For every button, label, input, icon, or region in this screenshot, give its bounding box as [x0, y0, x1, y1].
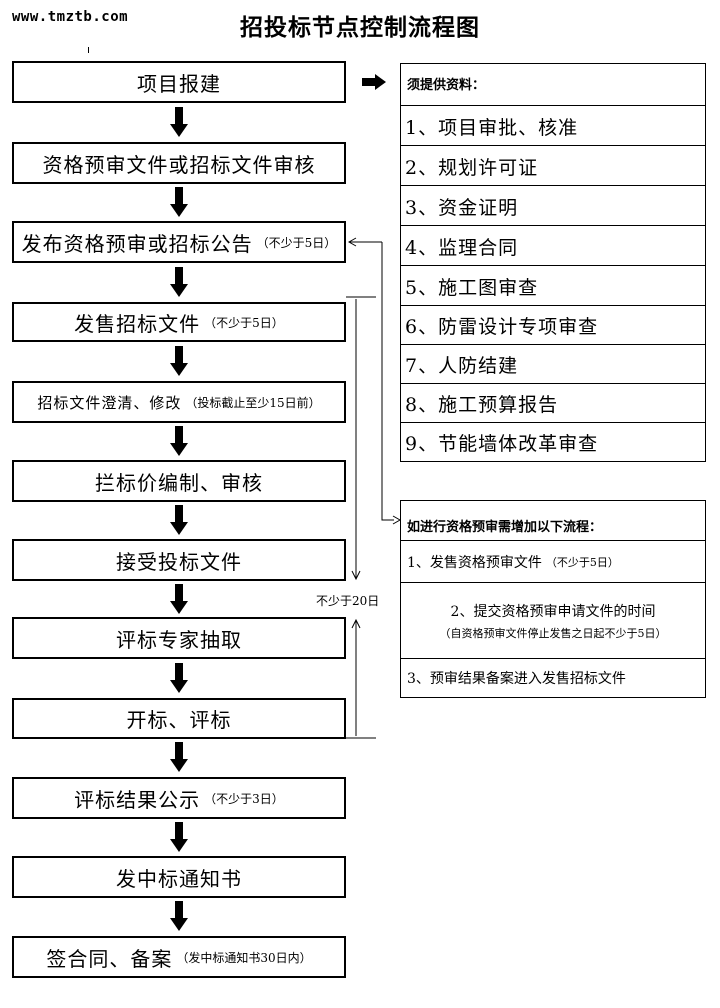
right-arrow-icon [362, 74, 386, 90]
step-result-publicity: 评标结果公示 （不少于3日） [12, 777, 346, 819]
down-arrow-icon [170, 901, 188, 931]
step-label: 开标、评标 [126, 708, 232, 732]
step-label: 项目报建 [137, 71, 221, 96]
down-arrow-icon [170, 663, 188, 693]
requirement-item: 2、规划许可证 [401, 145, 705, 186]
step-label: 接受投标文件 [116, 549, 242, 574]
interval-label: 不少于20日 [316, 594, 380, 608]
requirement-item: 6、防雷设计专项审查 [401, 305, 705, 345]
step-clarify-modify: 招标文件澄清、修改 （投标截止至少15日前） [12, 381, 346, 423]
step-label: 签合同、备案 [46, 946, 173, 971]
requirement-item: 5、施工图审查 [401, 265, 705, 306]
site-url: www.tmztb.com [12, 9, 129, 25]
step-label: 发中标通知书 [116, 866, 242, 891]
step-publish-notice: 发布资格预审或招标公告 （不少于5日） [12, 221, 346, 263]
step-note: （不少于5日） [204, 315, 284, 330]
prequal-item-label: 1、发售资格预审文件 [407, 555, 542, 571]
step-receive-bids: 接受投标文件 [12, 539, 346, 581]
prequal-item-note: （自资格预审文件停止发售之日起不少于5日） [439, 627, 667, 640]
prequalification-panel: 如进行资格预审需增加以下流程： 1、发售资格预审文件 （不少于5日） 2、提交资… [400, 500, 706, 698]
requirement-item: 1、项目审批、核准 [401, 105, 705, 146]
down-arrow-icon [170, 742, 188, 772]
step-label: 资格预审文件或招标文件审核 [42, 152, 316, 177]
requirements-header: 须提供资料： [407, 78, 486, 93]
down-arrow-icon [170, 107, 188, 137]
step-note: （不少于5日） [256, 235, 337, 250]
step-note: （发中标通知书30日内） [176, 950, 312, 965]
prequal-item-2: 2、提交资格预审申请文件的时间 （自资格预审文件停止发售之日起不少于5日） [401, 582, 705, 659]
step-control-price: 拦标价编制、审核 [12, 460, 346, 502]
step-label: 评标专家抽取 [116, 627, 242, 652]
requirement-item: 4、监理合同 [401, 225, 705, 266]
down-arrow-icon [170, 822, 188, 852]
step-label: 发布资格预审或招标公告 [21, 231, 253, 256]
step-expert-selection: 评标专家抽取 [12, 617, 346, 659]
prequal-item-note: （不少于5日） [545, 556, 619, 569]
requirement-item: 7、人防结建 [401, 344, 705, 384]
step-label: 招标文件澄清、修改 [37, 393, 182, 412]
step-project-report: 项目报建 [12, 61, 346, 103]
down-arrow-icon [170, 346, 188, 376]
step-label: 拦标价编制、审核 [95, 470, 263, 495]
requirement-item: 8、施工预算报告 [401, 383, 705, 423]
step-open-evaluate: 开标、评标 [12, 698, 346, 739]
page-title: 招投标节点控制流程图 [240, 14, 480, 41]
step-note: （不少于3日） [204, 791, 284, 806]
requirements-panel: 须提供资料： 1、项目审批、核准 2、规划许可证 3、资金证明 4、监理合同 5… [400, 63, 706, 462]
down-arrow-icon [170, 584, 188, 614]
requirement-item: 9、节能墙体改革审查 [401, 422, 705, 461]
prequal-item-1: 1、发售资格预审文件 （不少于5日） [401, 540, 705, 583]
down-arrow-icon [170, 505, 188, 535]
step-note: （投标截止至少15日前） [185, 395, 321, 410]
step-sell-tender-docs: 发售招标文件 （不少于5日） [12, 302, 346, 342]
step-award-notice: 发中标通知书 [12, 856, 346, 898]
requirement-item: 3、资金证明 [401, 185, 705, 226]
down-arrow-icon [170, 267, 188, 297]
step-contract-filing: 签合同、备案 （发中标通知书30日内） [12, 936, 346, 978]
step-label: 发售招标文件 [74, 311, 201, 336]
prequal-item-label: 2、提交资格预审申请文件的时间 [450, 604, 656, 620]
step-label: 评标结果公示 [74, 787, 201, 812]
down-arrow-icon [170, 187, 188, 217]
prequal-header: 如进行资格预审需增加以下流程： [407, 520, 603, 535]
step-document-review: 资格预审文件或招标文件审核 [12, 142, 346, 184]
prequal-item-3: 3、预审结果备案进入发售招标文件 [401, 658, 705, 697]
tick-mark [88, 47, 89, 53]
down-arrow-icon [170, 426, 188, 456]
